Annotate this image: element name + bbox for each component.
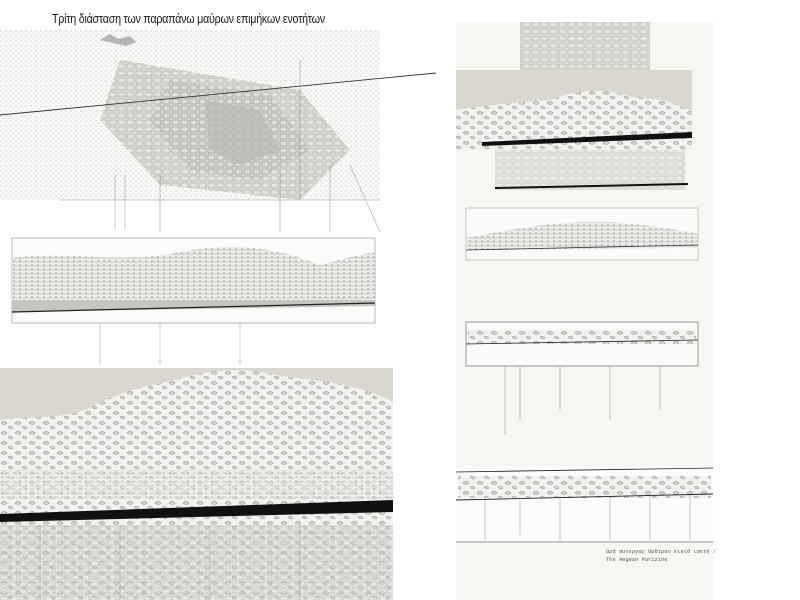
middle-left-section — [11, 237, 376, 365]
bottom-left-render — [0, 368, 393, 600]
right-section-2 — [465, 321, 699, 435]
right-top-render — [456, 22, 692, 190]
poster-title: Τρίτη διάσταση των παραπάνω μαύρων επιμή… — [52, 12, 325, 26]
section-cut-line — [0, 72, 437, 116]
top-left-map — [0, 30, 437, 233]
caption-line-2: The Aegean Parizine — [606, 557, 668, 563]
caption-block: Ορή συνεργας Ορθτραν εικιά ισετή / The A… — [606, 548, 716, 564]
right-section-1 — [465, 207, 699, 261]
caption-line-1: Ορή συνεργας Ορθτραν εικιά ισετή / — [606, 549, 716, 555]
right-section-3 — [455, 466, 714, 543]
